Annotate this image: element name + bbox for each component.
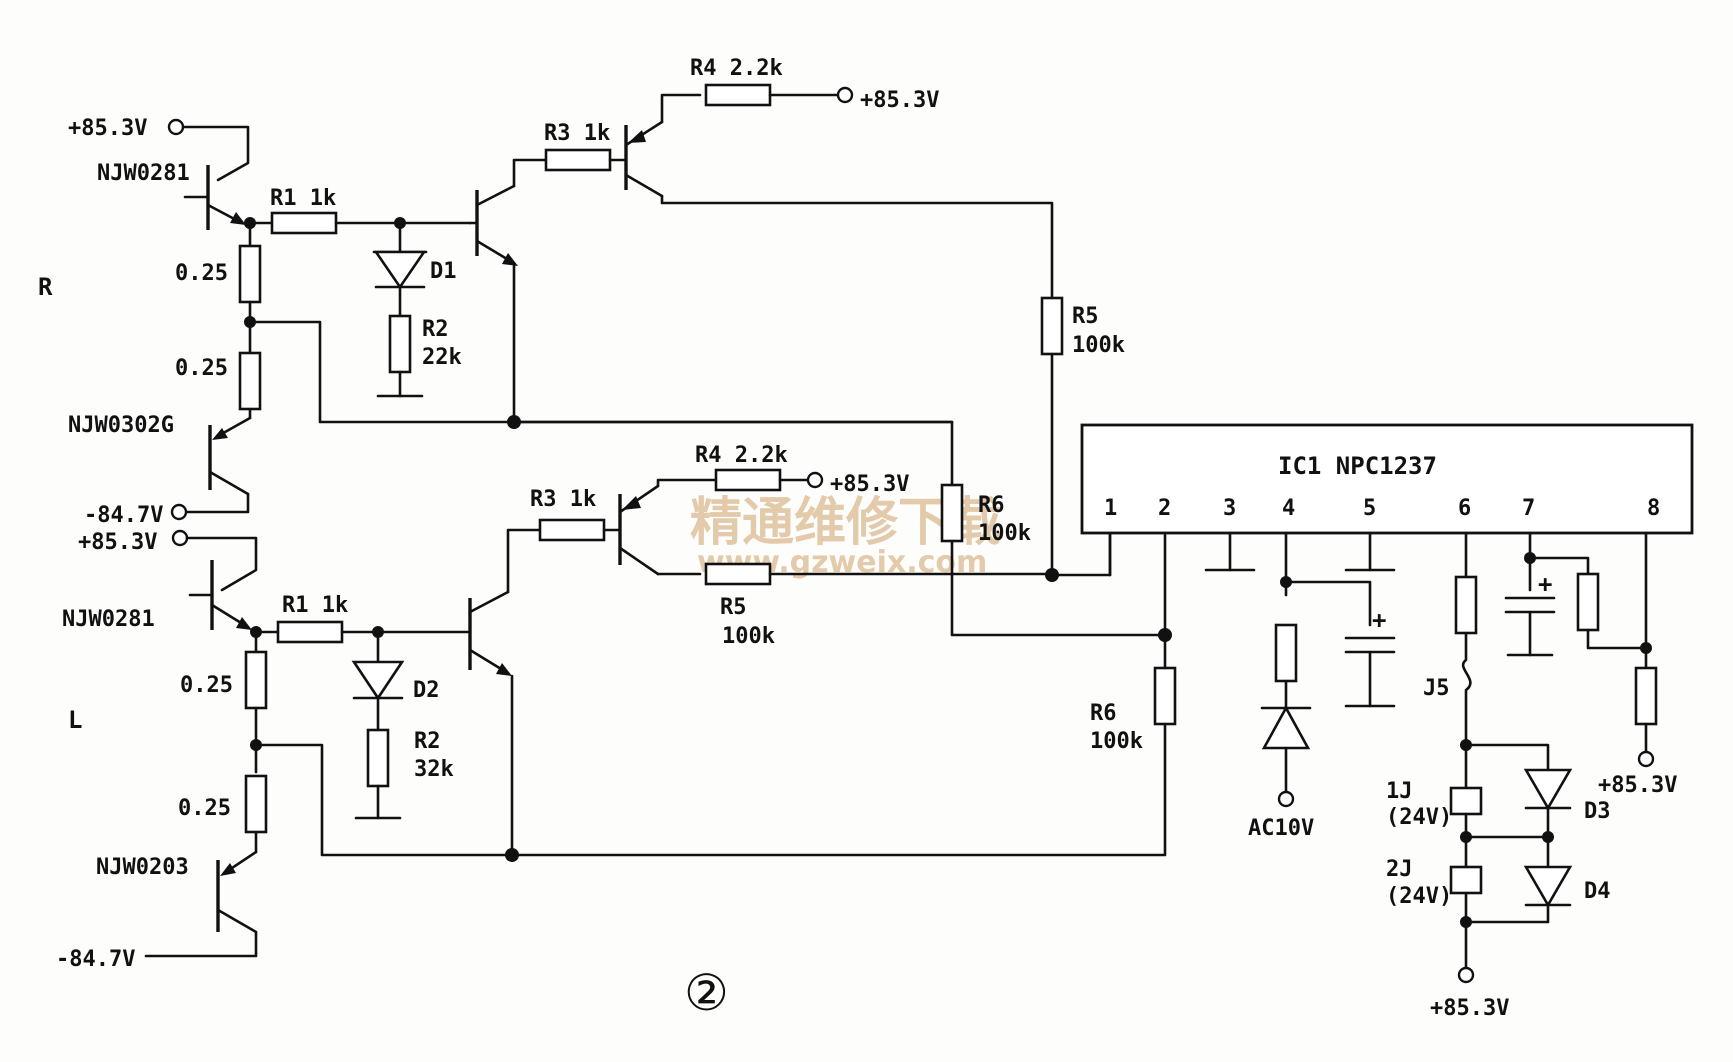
r-emitter-res-upper: 0.25 xyxy=(175,261,228,286)
relay-supply-label: +85.3V xyxy=(1430,996,1509,1021)
cap-plus-2: + xyxy=(1538,570,1552,598)
l-lower-transistor-label: NJW0203 xyxy=(96,855,189,880)
d4-label: D4 xyxy=(1584,879,1611,904)
ic1-body xyxy=(1080,423,1694,535)
ac-input-label: AC10V xyxy=(1248,816,1314,841)
l-r2-value: 32k xyxy=(414,757,454,782)
d3-label: D3 xyxy=(1584,799,1611,824)
l-r3-label: R3 1k xyxy=(530,487,596,512)
l-r6-value: 100k xyxy=(1090,729,1143,754)
r-channel: R +85.3V NJW0281 R1 1k D1 R2 22k xyxy=(38,56,1167,637)
relay-2j-name: 2J xyxy=(1386,857,1413,882)
d3-diode xyxy=(1523,768,1573,811)
d4-diode xyxy=(1523,865,1573,908)
relay-1j-name: 1J xyxy=(1386,779,1413,804)
r-r4-supply-label: +85.3V xyxy=(860,88,939,113)
r-d1-label: D1 xyxy=(430,259,457,284)
l-d2-diode xyxy=(351,660,405,701)
relay-2j-coil xyxy=(1449,865,1483,895)
channel-label-l: L xyxy=(68,706,82,734)
r-emitter-res-lower: 0.25 xyxy=(175,356,228,381)
ic1-pin-2: 2 xyxy=(1158,496,1171,521)
r-bottom-supply-label: -84.7V xyxy=(84,503,163,528)
l-upper-transistor-label: NJW0281 xyxy=(62,607,155,632)
r-r1-label: R1 1k xyxy=(270,186,336,211)
r-r2-value: 22k xyxy=(422,345,462,370)
l-r2-name: R2 xyxy=(414,729,441,754)
r-r2-name: R2 xyxy=(422,317,449,342)
cap-plus-1: + xyxy=(1372,606,1386,634)
r-top-supply-terminal xyxy=(167,118,185,136)
ic1-pin-8: 8 xyxy=(1647,496,1660,521)
relay-2j-rating: (24V) xyxy=(1386,884,1452,909)
r-lower-transistor-label: NJW0302G xyxy=(68,413,174,438)
channel-label-r: R xyxy=(38,273,53,301)
l-r6-name: R6 xyxy=(1090,701,1117,726)
l-top-supply-label: +85.3V xyxy=(78,530,157,555)
r-r5-value: 100k xyxy=(1072,333,1125,358)
j5-label: J5 xyxy=(1423,676,1450,701)
r-r5-name: R5 xyxy=(1072,304,1099,329)
r-r6-name: R6 xyxy=(978,493,1005,518)
l-d2-label: D2 xyxy=(413,678,440,703)
ic1-pin-6: 6 xyxy=(1458,496,1471,521)
relay-1j-rating: (24V) xyxy=(1386,805,1452,830)
r-r4-label: R4 2.2k xyxy=(690,56,783,81)
ic1-label: IC1 NPC1237 xyxy=(1278,452,1437,480)
ic1-pin-1: 1 xyxy=(1104,496,1117,521)
l-r4-label: R4 2.2k xyxy=(695,443,788,468)
ic1-pin-5: 5 xyxy=(1363,496,1376,521)
l-bottom-supply-label: -84.7V xyxy=(56,947,135,972)
l-emitter-res-upper: 0.25 xyxy=(180,673,233,698)
relay-1j-coil xyxy=(1449,786,1483,816)
pin8-supply-label: +85.3V xyxy=(1598,773,1677,798)
l-r4-supply-label: +85.3V xyxy=(830,472,909,497)
l-r5-value: 100k xyxy=(722,624,775,649)
r-r6-value: 100k xyxy=(978,521,1031,546)
figure-number: ② xyxy=(684,964,729,1022)
r-r3-label: R3 1k xyxy=(544,121,610,146)
ic1-block: IC1 NPC1237 1 2 3 4 5 6 7 8 xyxy=(1080,423,1694,577)
r-top-supply-label: +85.3V xyxy=(68,116,147,141)
l-r1-label: R1 1k xyxy=(282,593,348,618)
ic1-pin-4: 4 xyxy=(1282,496,1295,521)
l-r5-name: R5 xyxy=(720,595,747,620)
l-emitter-res-lower: 0.25 xyxy=(178,796,231,821)
ic1-pin-7: 7 xyxy=(1522,496,1535,521)
l-channel: L +85.3V NJW0281 R1 1k D2 R2 32k xyxy=(56,443,1177,972)
power-relay-section: + AC10V J5 1J (24V) 2J (24V) +85.3V xyxy=(1248,531,1677,1021)
r-upper-transistor-label: NJW0281 xyxy=(97,161,190,186)
ic1-pin-3: 3 xyxy=(1223,496,1236,521)
